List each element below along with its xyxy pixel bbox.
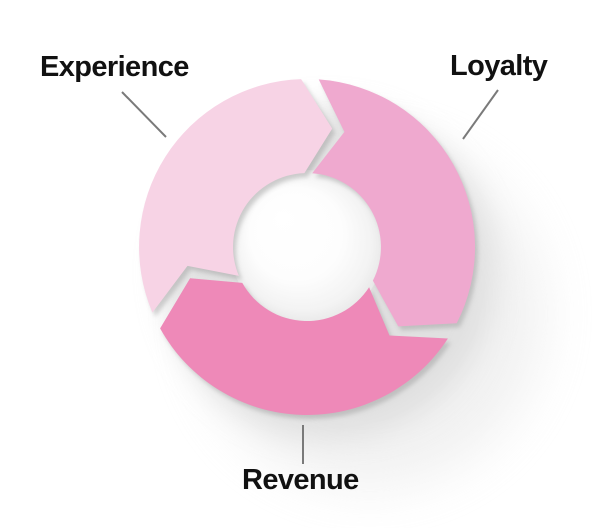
segment-experience [139,79,333,313]
revenue-label: Revenue [242,464,359,496]
donut-hole [230,170,384,324]
loyalty-label: Loyalty [450,50,548,82]
leader-line-experience [121,91,167,138]
leader-line-loyalty [462,89,499,140]
segment-loyalty [312,79,476,327]
leader-lines [121,89,499,464]
experience-label: Experience [40,51,189,83]
segment-revenue [160,278,448,415]
